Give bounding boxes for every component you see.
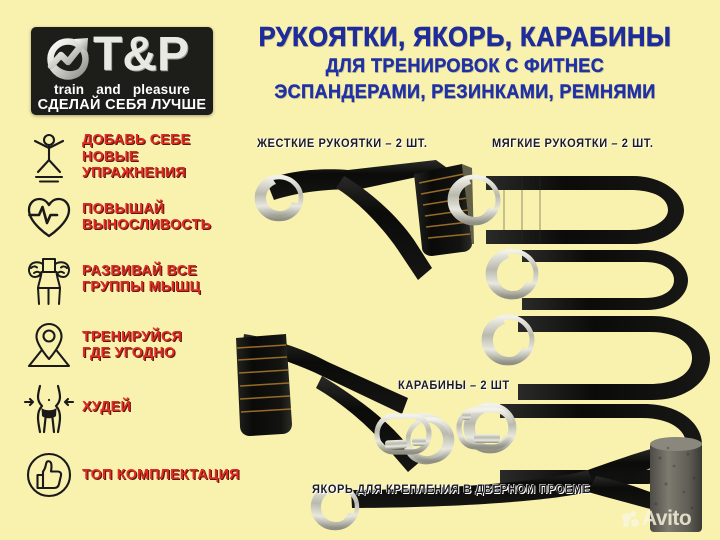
feature-item-3: ТРЕНИРУЙСЯ ГДЕ УГОДНО bbox=[22, 318, 248, 372]
logo-tagline-word-and: and bbox=[96, 82, 121, 97]
logo-tagline-en: train and pleasure bbox=[31, 82, 213, 97]
headline-line-1: РУКОЯТКИ, ЯКОРЬ, КАРАБИНЫ bbox=[258, 21, 672, 52]
location-pin-map-icon bbox=[22, 318, 76, 372]
circular-arrow-growth-mark bbox=[41, 33, 97, 85]
feature-item-2: РАЗВИВАЙ ВСЕ ГРУППЫ МЫШЦ bbox=[22, 252, 248, 306]
quick-link-carabiner-1 bbox=[374, 413, 432, 455]
headline-line-3: ЭСПАНДЕРАМИ, РЕЗИНКАМИ, РЕМНЯМИ bbox=[274, 81, 656, 103]
product-label-carabiners: КАРАБИНЫ – 2 ШТ bbox=[398, 380, 510, 392]
soft-handle-3 bbox=[481, 314, 710, 400]
brand-logo: T&P train and pleasure СДЕЛАЙ СЕБЯ ЛУЧШЕ bbox=[31, 27, 213, 115]
headline-block: РУКОЯТКИ, ЯКОРЬ, КАРАБИНЫ ДЛЯ ТРЕНИРОВОК… bbox=[222, 21, 708, 104]
avito-watermark-text: Avito bbox=[642, 507, 692, 530]
soft-handle-2 bbox=[485, 248, 688, 310]
product-photo bbox=[236, 152, 716, 532]
product-label-soft-handles: МЯГКИЕ РУКОЯТКИ – 2 ШТ. bbox=[492, 138, 654, 150]
feature-label-5: ТОП КОМПЛЕКТАЦИЯ bbox=[82, 465, 240, 483]
logo-tagline-ru: СДЕЛАЙ СЕБЯ ЛУЧШЕ bbox=[37, 97, 207, 113]
slim-waist-icon bbox=[22, 380, 76, 434]
product-label-anchor: ЯКОРЬ ДЛЯ КРЕПЛЕНИЯ В ДВЕРНОМ ПРОЕМЕ bbox=[312, 484, 591, 496]
feature-list: ДОБАВЬ СЕБЕ НОВЫЕ УПРАЖНЕНИЯ ПОВЫШАЙ ВЫН… bbox=[22, 128, 248, 508]
soft-handle-1 bbox=[447, 174, 684, 244]
feature-label-1: ПОВЫШАЙ ВЫНОСЛИВОСТЬ bbox=[82, 199, 212, 233]
feature-label-2: РАЗВИВАЙ ВСЕ ГРУППЫ МЫШЦ bbox=[82, 261, 201, 295]
jumping-person-icon bbox=[22, 130, 76, 184]
muscle-flex-icon bbox=[22, 252, 76, 306]
quick-link-carabiner-2 bbox=[456, 407, 514, 450]
logo-top-row: T&P bbox=[31, 28, 213, 85]
feature-label-4: ХУДЕЙ bbox=[82, 397, 131, 415]
feature-label-3: ТРЕНИРУЙСЯ ГДЕ УГОДНО bbox=[82, 327, 183, 361]
avito-watermark: Avito bbox=[622, 507, 692, 530]
feature-item-0: ДОБАВЬ СЕБЕ НОВЫЕ УПРАЖНЕНИЯ bbox=[22, 130, 248, 184]
feature-item-1: ПОВЫШАЙ ВЫНОСЛИВОСТЬ bbox=[22, 190, 248, 244]
feature-item-5: ТОП КОМПЛЕКТАЦИЯ bbox=[22, 448, 248, 502]
feature-label-0: ДОБАВЬ СЕБЕ НОВЫЕ УПРАЖНЕНИЯ bbox=[82, 131, 191, 182]
logo-tagline-word-train: train bbox=[53, 82, 85, 97]
logo-wordmark: T&P bbox=[93, 28, 189, 81]
thumbs-up-icon bbox=[22, 448, 76, 502]
feature-item-4: ХУДЕЙ bbox=[22, 380, 248, 434]
heart-pulse-icon bbox=[22, 190, 76, 244]
product-label-hard-handles: ЖЕСТКИЕ РУКОЯТКИ – 2 ШТ. bbox=[257, 138, 428, 150]
door-anchor-strap bbox=[310, 437, 702, 532]
hard-handle-1 bbox=[254, 160, 474, 280]
logo-tagline-word-pleasure: pleasure bbox=[132, 82, 190, 97]
avito-logo-icon bbox=[622, 510, 639, 527]
headline-line-2: ДЛЯ ТРЕНИРОВОК С ФИТНЕС bbox=[325, 55, 605, 77]
